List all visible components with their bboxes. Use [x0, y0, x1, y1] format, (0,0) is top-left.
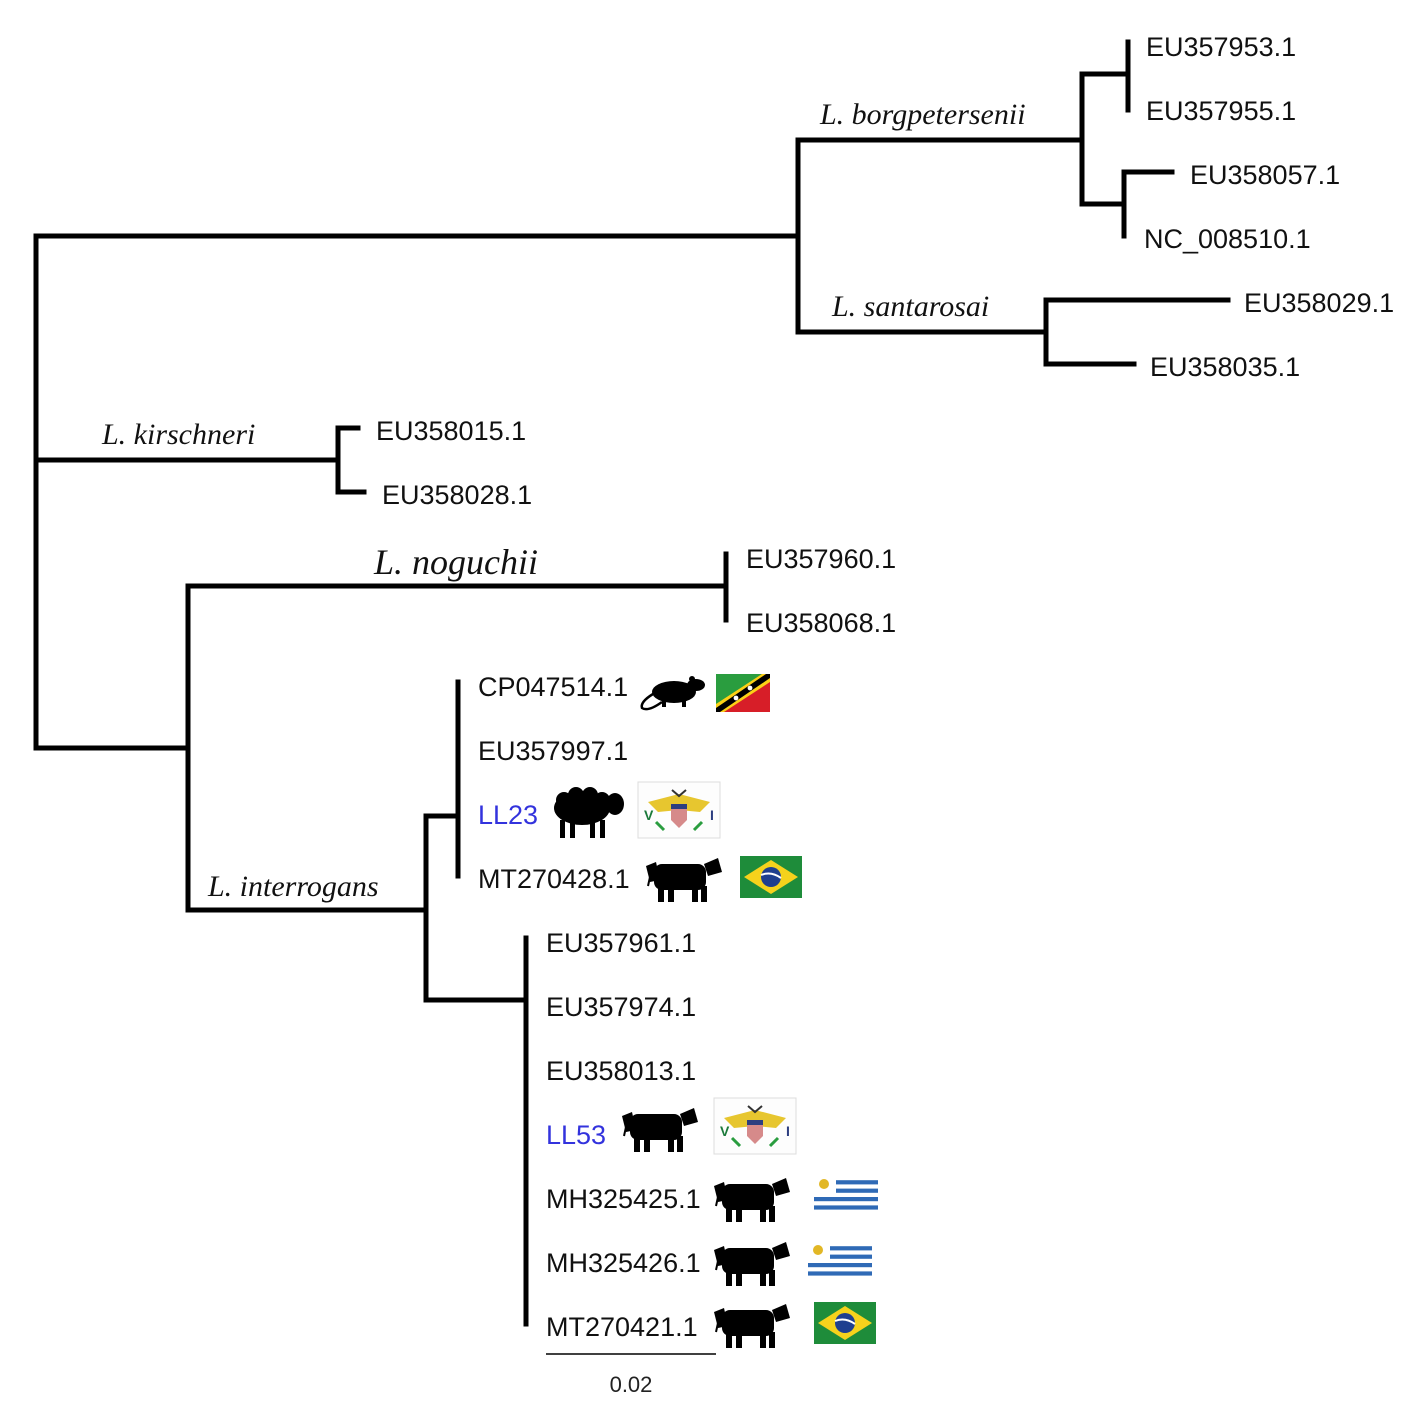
clade-label-noguchii: L. noguchii	[373, 542, 538, 582]
uruguay-flag-icon	[808, 1242, 872, 1280]
clade-label-santarosai: L. santarosai	[831, 290, 989, 323]
leaf-label: EU357961.1	[546, 928, 696, 958]
leaf-label: EU358035.1	[1150, 352, 1300, 382]
leaf-label: EU357997.1	[478, 736, 628, 766]
leaf-label: EU358068.1	[746, 608, 896, 638]
saint-kitts-and-nevis-flag-icon	[716, 674, 770, 712]
leaf-label: EU358057.1	[1190, 160, 1340, 190]
leaf-label: MT270428.1	[478, 864, 630, 894]
leaf-label: EU357974.1	[546, 992, 696, 1022]
tree-branches	[33, 39, 1231, 1327]
scale-bar-label: 0.02	[610, 1372, 653, 1397]
clade-label-borgpetersenii: L. borgpetersenii	[819, 98, 1026, 131]
leaf-label: EU358029.1	[1244, 288, 1394, 318]
uruguay-flag-icon	[814, 1176, 878, 1214]
brazil-flag-icon	[739, 855, 803, 899]
clade-label-kirschneri: L. kirschneri	[101, 418, 255, 451]
leaf-label: CP047514.1	[478, 672, 628, 702]
cow-icon	[713, 1303, 791, 1349]
leaf-label-highlight: LL53	[546, 1120, 606, 1150]
clade-label-interrogans: L. interrogans	[207, 870, 379, 903]
cow-icon	[621, 1107, 699, 1153]
leaf-label: MH325425.1	[546, 1184, 701, 1214]
leaf-label: EU357955.1	[1146, 96, 1296, 126]
cow-icon	[713, 1177, 791, 1223]
leaf-label: EU358013.1	[546, 1056, 696, 1086]
leaf-label: NC_008510.1	[1144, 224, 1311, 254]
leaf-labels: EU357953.1 EU357955.1 EU358057.1 NC_0085…	[376, 32, 1394, 1342]
leaf-label: EU357960.1	[746, 544, 896, 574]
brazil-flag-icon	[813, 1301, 877, 1345]
leaf-label: MH325426.1	[546, 1248, 701, 1278]
leaf-label-highlight: LL23	[478, 800, 538, 830]
cow-icon	[645, 857, 723, 903]
us-virgin-islands-flag-icon	[712, 1096, 798, 1156]
rat-icon	[640, 674, 707, 711]
leaf-label: MT270421.1	[546, 1312, 698, 1342]
sheep-icon	[554, 787, 624, 838]
leaf-label: EU357953.1	[1146, 32, 1296, 62]
us-virgin-islands-flag-icon	[636, 780, 722, 840]
leaf-label: EU358015.1	[376, 416, 526, 446]
cow-icon	[713, 1241, 791, 1287]
scale-bar: 0.02	[546, 1353, 716, 1397]
leaf-label: EU358028.1	[382, 480, 532, 510]
